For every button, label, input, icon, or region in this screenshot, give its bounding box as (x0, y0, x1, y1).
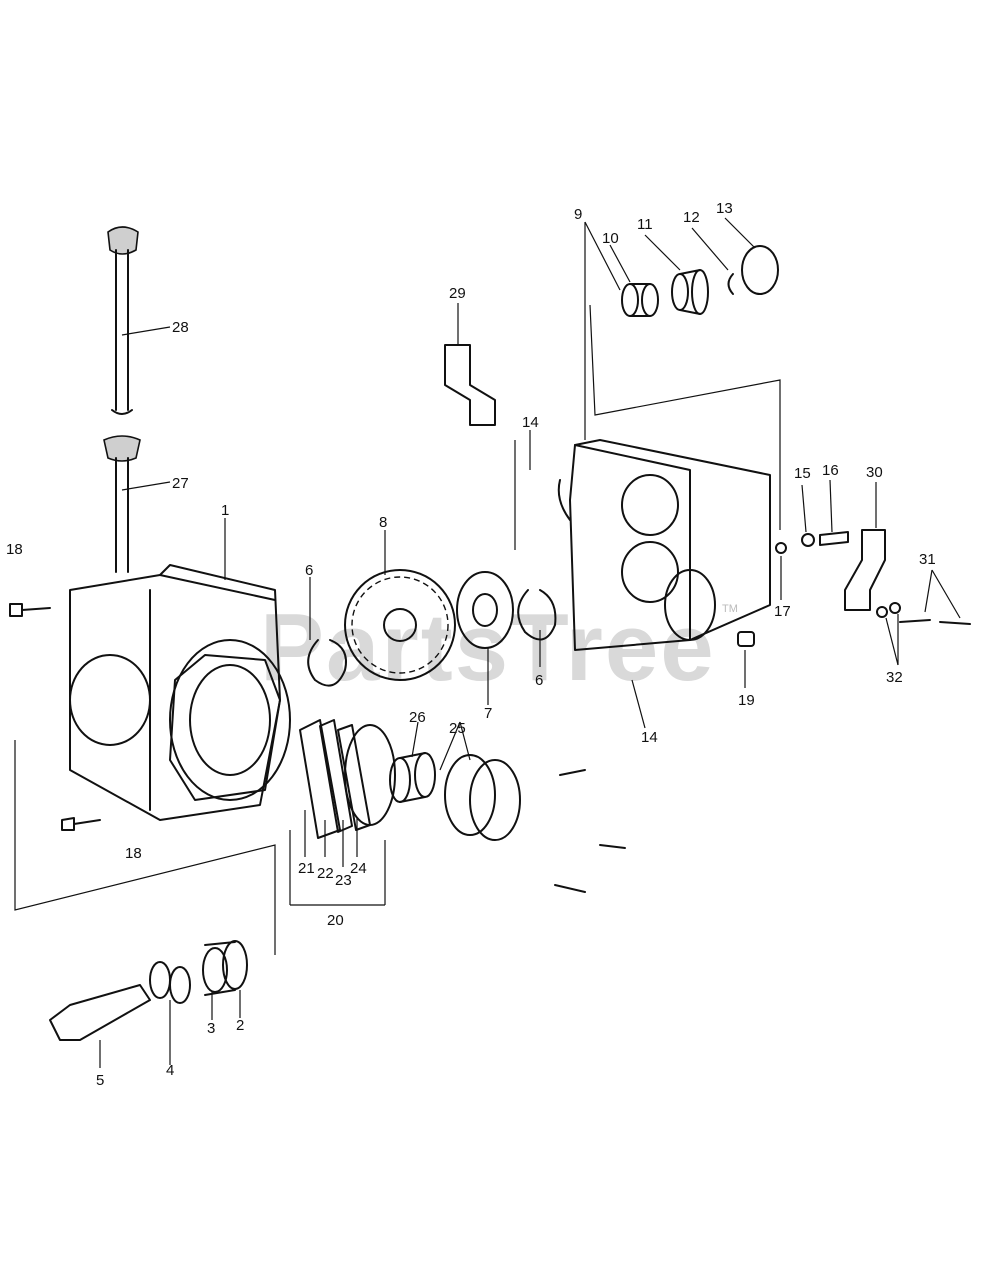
part-6-retaining-ring-left (307, 639, 347, 687)
callout-5: 5 (96, 1072, 104, 1089)
callout-14-upper: 14 (522, 414, 539, 431)
part-18-bolt-upper (9, 603, 51, 617)
callout-19: 19 (738, 692, 755, 709)
callout-20: 20 (327, 912, 344, 929)
callout-27: 27 (172, 475, 189, 492)
part-housing-right-half (557, 439, 771, 651)
callout-24: 24 (350, 860, 367, 877)
callout-8: 8 (379, 514, 387, 531)
callout-21: 21 (298, 860, 315, 877)
callout-17: 17 (774, 603, 791, 620)
callout-labels: 1 2 3 4 5 6 6 7 8 9 10 11 12 13 14 14 15… (6, 200, 936, 1089)
part-7-thrust-washer (456, 571, 514, 649)
part-18-bolt-lower (61, 817, 101, 831)
callout-26: 26 (409, 709, 426, 726)
part-11-bearing-cone (671, 269, 709, 315)
callout-18-upper: 18 (6, 541, 23, 558)
part-28-upper-shaft (107, 226, 139, 415)
part-19-plug (737, 631, 755, 647)
callout-6-right: 6 (535, 672, 543, 689)
part-10-bearing-cup (621, 283, 659, 317)
part-brake-bolts (554, 769, 626, 893)
part-15-washer (801, 533, 815, 547)
part-20-brake-plate-group (299, 719, 396, 839)
part-25-brake-drum (444, 754, 521, 841)
part-26-bushing (389, 752, 436, 803)
callout-23: 23 (335, 872, 352, 889)
watermark-trademark: TM (722, 603, 738, 615)
callout-31: 31 (919, 551, 936, 568)
part-8-gear (344, 569, 456, 681)
callout-7: 7 (484, 705, 492, 722)
callout-12: 12 (683, 209, 700, 226)
callout-1: 1 (221, 502, 229, 519)
callout-15: 15 (794, 465, 811, 482)
part-6-retaining-ring-right (517, 589, 557, 641)
leader-lines (14, 217, 961, 1068)
callout-29: 29 (449, 285, 466, 302)
part-16-bolt (819, 531, 849, 546)
part-3-bearing-cone (202, 947, 228, 993)
callout-10: 10 (602, 230, 619, 247)
part-17-washer (775, 542, 787, 554)
callout-2: 2 (236, 1017, 244, 1034)
callout-18-lower: 18 (125, 845, 142, 862)
callout-25: 25 (449, 720, 466, 737)
callout-14-lower: 14 (641, 729, 658, 746)
callout-32: 32 (886, 669, 903, 686)
callout-6-left: 6 (305, 562, 313, 579)
callout-4: 4 (166, 1062, 174, 1079)
part-13-cap (741, 245, 779, 295)
part-1-housing (69, 564, 291, 821)
part-12-snap-ring (727, 273, 734, 295)
part-2-bearing-cup (204, 940, 248, 996)
part-29-bracket (444, 344, 496, 426)
callout-30: 30 (866, 464, 883, 481)
part-27-lower-shaft (103, 435, 141, 573)
part-30-bracket (844, 529, 886, 611)
part-5-pinion-shaft (49, 984, 151, 1041)
callout-3: 3 (207, 1020, 215, 1037)
callout-13: 13 (716, 200, 733, 217)
part-31-bolts (899, 619, 971, 625)
part-32-nuts (876, 602, 901, 618)
callout-11: 11 (637, 216, 653, 233)
callout-28: 28 (172, 319, 189, 336)
callout-9: 9 (574, 206, 582, 223)
callout-22: 22 (317, 865, 334, 882)
part-4-bearing (149, 961, 191, 1004)
callout-16: 16 (822, 462, 839, 479)
